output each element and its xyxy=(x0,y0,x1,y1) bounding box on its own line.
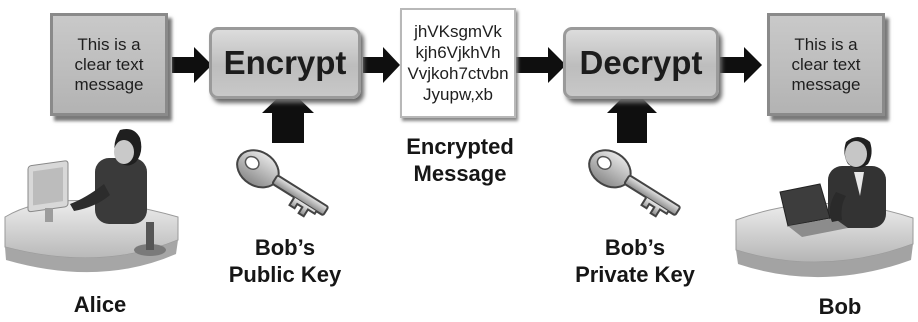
private-key-label: Bob’s Private Key xyxy=(575,235,695,287)
public-key-label: Bob’s Public Key xyxy=(228,235,342,287)
plaintext-box-right: This is a clear text message xyxy=(767,13,885,116)
key-icon xyxy=(236,149,329,218)
arrow-public-key-up xyxy=(262,88,314,143)
key-icon xyxy=(588,149,681,218)
encrypted-message-label: Encrypted Message xyxy=(406,134,514,186)
arrow-cipher-to-decrypt xyxy=(516,47,566,83)
plaintext-right-text: This is a clear text message xyxy=(791,34,861,94)
arrow-private-key-up xyxy=(607,88,657,143)
encrypt-box: Encrypt xyxy=(209,27,361,99)
sender-name: Alice xyxy=(73,292,127,317)
decrypt-box: Decrypt xyxy=(563,27,719,99)
plaintext-left-text: This is a clear text message xyxy=(74,34,144,94)
arrow-encrypt-to-cipher xyxy=(363,47,400,83)
bob-illustration xyxy=(735,137,914,278)
arrow-plaintext-to-encrypt xyxy=(172,47,212,83)
encrypt-label: Encrypt xyxy=(223,44,347,81)
decrypt-label: Decrypt xyxy=(579,44,703,81)
ciphertext-box: jhVKsgmVk kjh6VjkhVh Vvjkoh7ctvbn Jyupw,… xyxy=(400,8,516,118)
arrow-decrypt-to-plaintext xyxy=(720,47,762,83)
alice-illustration xyxy=(4,129,179,273)
ciphertext-text: jhVKsgmVk kjh6VjkhVh Vvjkoh7ctvbn Jyupw,… xyxy=(407,22,509,104)
receiver-name: Bob xyxy=(818,294,862,319)
plaintext-box-left: This is a clear text message xyxy=(50,13,168,116)
